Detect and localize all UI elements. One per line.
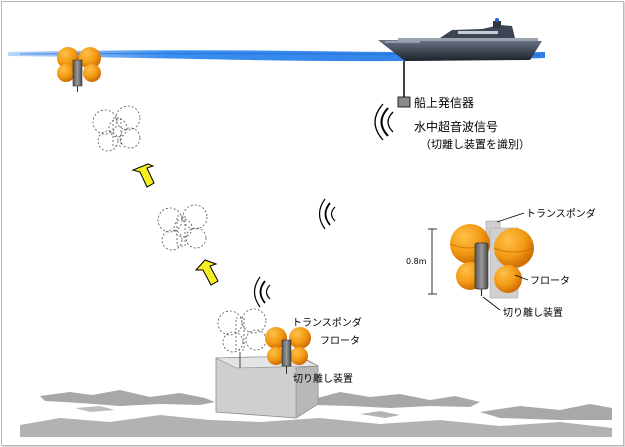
ship-icon [378,18,542,61]
anchor-weight-icon [215,352,319,419]
release-detail-label: 切り離し装置 [503,306,563,319]
transmitter-icon [397,61,411,108]
transponder-detail-label: トランスポンダ [526,207,596,220]
sound-wave-icon [318,198,336,230]
float-assembly-detail [449,220,535,299]
transponder-seabed-label: トランスポンダ [292,316,362,329]
float-assembly-icon [57,47,101,92]
ghost-float-assembly-middle [157,204,208,251]
sound-wave-icon [374,103,394,141]
ghost-float-assembly-upper [92,105,141,152]
height-dimension [428,228,437,295]
float-seabed-label: フロータ [320,335,360,347]
ship-transmitter-label: 船上発信器 [414,96,474,110]
seabed-icon [20,390,612,437]
ascent-arrow-icon [131,163,155,188]
ghost-float-assembly-seabed [217,308,267,353]
float-detail-label: フロータ [530,275,570,287]
underwater-signal-note: （切離し装置を識別） [420,137,530,151]
ascent-arrow-icon [194,259,219,286]
height-label: 0.8m [406,257,427,266]
detail-leader-lines [482,212,529,311]
underwater-signal-label: 水中超音波信号 [414,119,498,134]
sound-wave-icon [253,276,271,308]
float-assembly-icon [265,327,311,374]
release-seabed-label: 切り離し装置 [293,372,353,385]
